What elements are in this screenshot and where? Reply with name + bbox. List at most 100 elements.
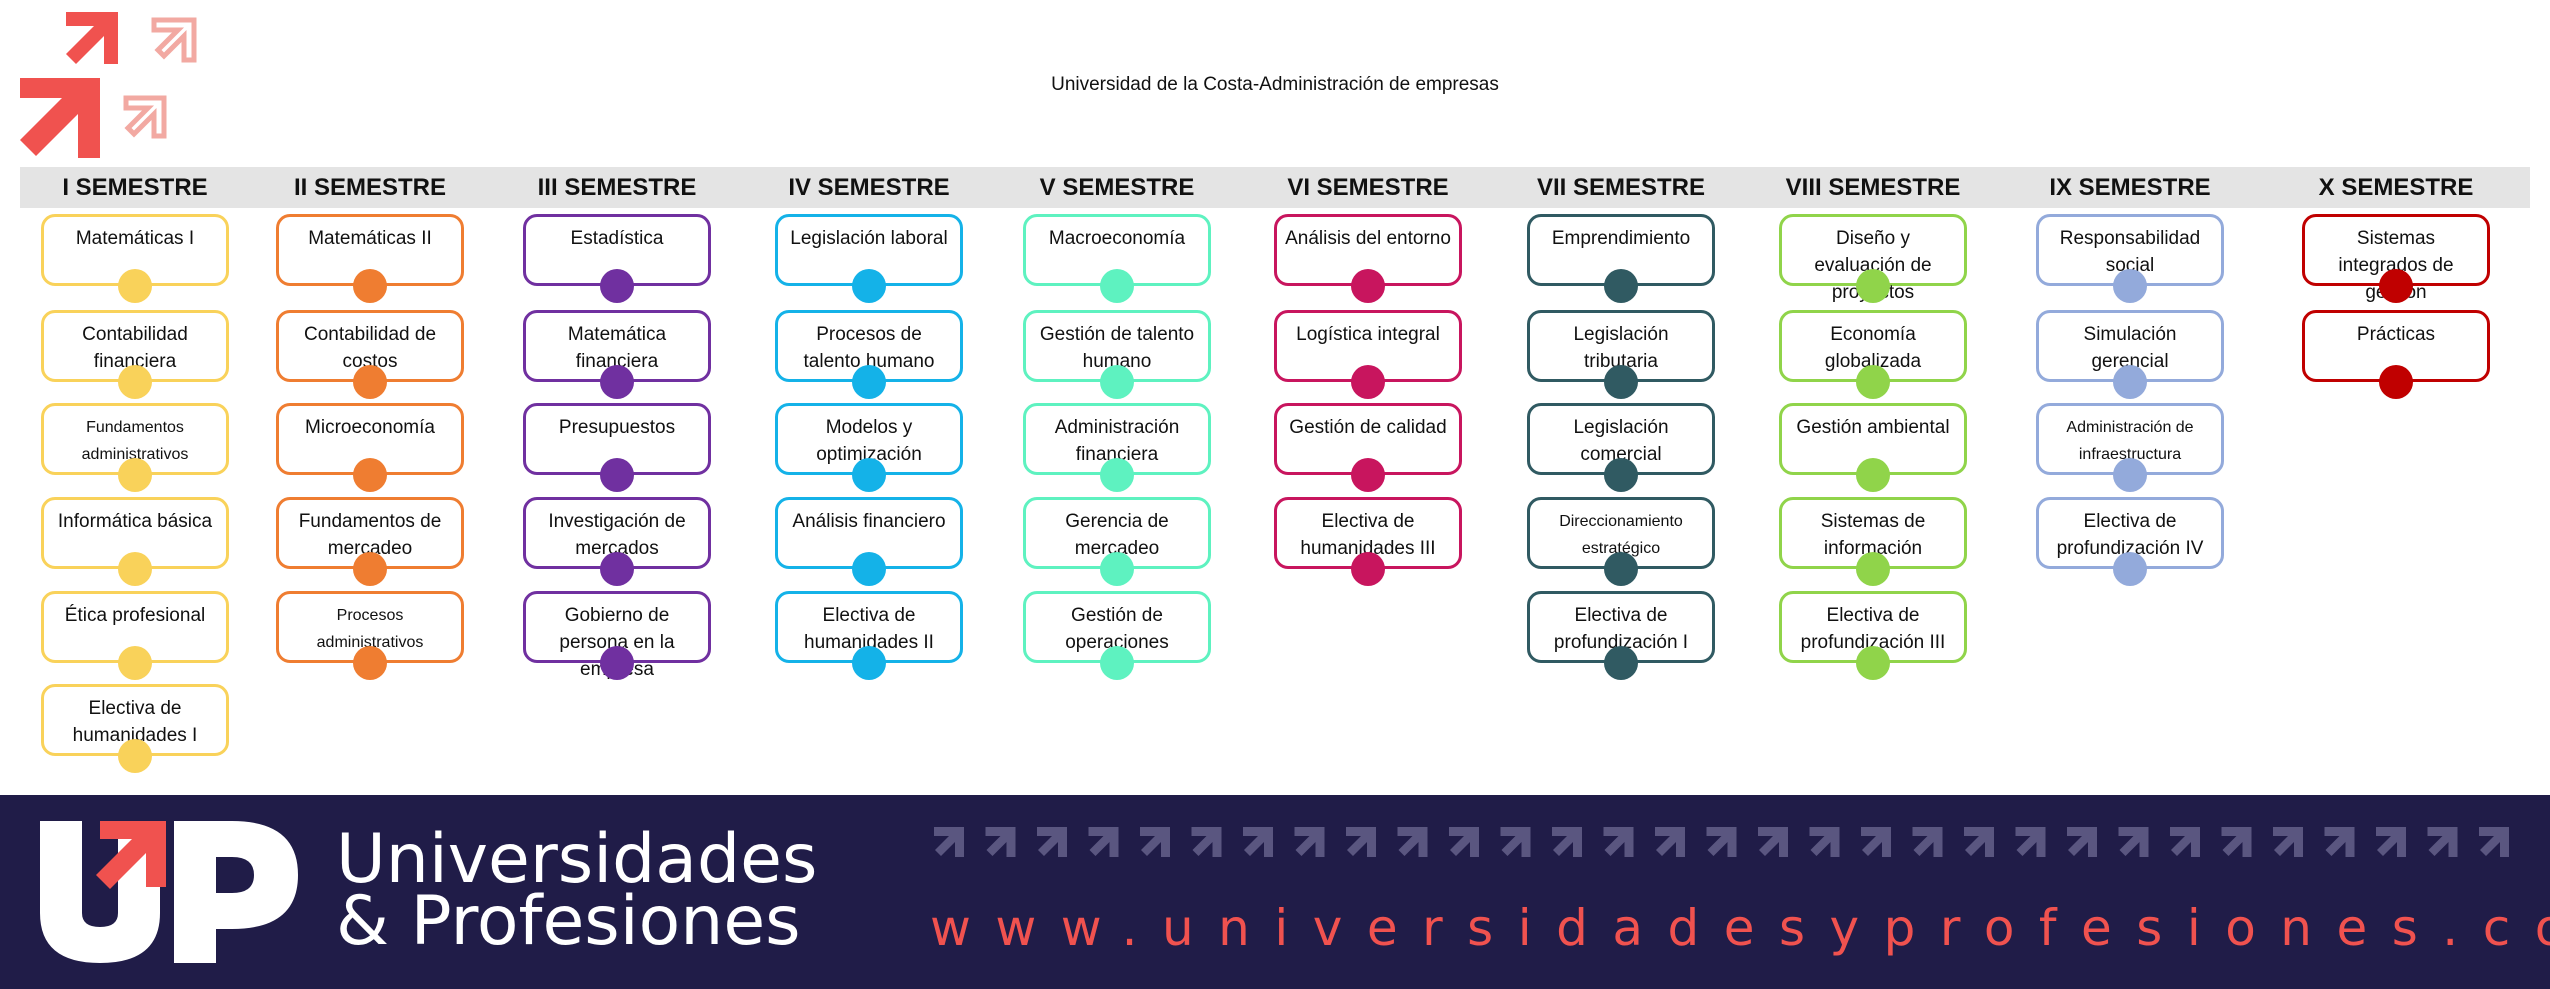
course-card: Logística integral bbox=[1274, 310, 1462, 399]
course-card: Legislación comercial bbox=[1527, 403, 1715, 492]
course-card: Gestión de operaciones bbox=[1023, 591, 1211, 680]
semester-header: VIII SEMESTRE bbox=[1785, 173, 1961, 201]
course-name: Sistemas de información bbox=[1820, 511, 1926, 559]
course-marker-dot-icon bbox=[118, 646, 152, 680]
course-name: Electiva de humanidades III bbox=[1300, 511, 1436, 559]
course-marker-dot-icon bbox=[1100, 269, 1134, 303]
semester-header-band bbox=[20, 167, 2530, 208]
course-card: Prácticas bbox=[2302, 310, 2490, 399]
decorative-arrow-icon bbox=[1294, 827, 1325, 857]
course-marker-dot-icon bbox=[1351, 458, 1385, 492]
decorative-arrow-icon bbox=[2015, 827, 2046, 857]
course-name: Electiva de humanidades II bbox=[804, 605, 934, 653]
course-name: Informática básica bbox=[57, 511, 213, 532]
course-name: Investigación de mercados bbox=[548, 511, 686, 559]
decorative-arrow-icon bbox=[934, 827, 964, 857]
course-card: Gerencia de mercadeo bbox=[1023, 497, 1211, 586]
course-card: Contabilidad de costos bbox=[276, 310, 464, 399]
course-card: Electiva de humanidades II bbox=[775, 591, 963, 680]
course-marker-dot-icon bbox=[353, 552, 387, 586]
course-card: Fundamentos de mercadeo bbox=[276, 497, 464, 586]
course-marker-dot-icon bbox=[1100, 365, 1134, 399]
course-marker-dot-icon bbox=[852, 646, 886, 680]
course-marker-dot-icon bbox=[118, 269, 152, 303]
course-marker-dot-icon bbox=[852, 269, 886, 303]
course-name: Microeconomía bbox=[305, 417, 435, 438]
course-name: Electiva de profundización I bbox=[1553, 605, 1689, 653]
course-card: Electiva de profundización III bbox=[1779, 591, 1967, 680]
course-name: Contabilidad financiera bbox=[82, 324, 188, 372]
course-marker-dot-icon bbox=[1100, 552, 1134, 586]
up-logo-icon bbox=[40, 821, 298, 963]
decorative-arrow-icon bbox=[2221, 827, 2252, 857]
brand-name-line-1: Universidades bbox=[336, 820, 818, 899]
semester-header: V SEMESTRE bbox=[1039, 173, 1195, 201]
semester-header: VII SEMESTRE bbox=[1536, 173, 1706, 201]
course-marker-dot-icon bbox=[1100, 458, 1134, 492]
course-name: Fundamentos administrativos bbox=[81, 419, 189, 463]
course-name: Administración de infraestructura bbox=[2066, 419, 2194, 463]
course-name: Matemática financiera bbox=[567, 324, 667, 372]
course-card: Matemáticas II bbox=[276, 214, 464, 303]
decorative-arrow-icon bbox=[2376, 827, 2406, 857]
course-card: Diseño y evaluación de proyectos bbox=[1779, 214, 1967, 303]
decorative-arrow-icon bbox=[2479, 827, 2509, 857]
course-card: Análisis financiero bbox=[775, 497, 963, 586]
course-marker-dot-icon bbox=[600, 552, 634, 586]
brand-arrows-logo-icon bbox=[20, 12, 197, 158]
decorative-arrow-icon bbox=[1706, 827, 1737, 857]
course-card: Informática básica bbox=[41, 497, 229, 586]
course-card: Microeconomía bbox=[276, 403, 464, 492]
course-card: Análisis del entorno bbox=[1274, 214, 1462, 303]
course-marker-dot-icon bbox=[118, 458, 152, 492]
decorative-arrow-icon bbox=[1964, 827, 1994, 857]
semester-header: II SEMESTRE bbox=[293, 173, 447, 201]
course-name: Gestión de calidad bbox=[1289, 417, 1447, 438]
course-name: Direccionamiento estratégico bbox=[1559, 513, 1683, 557]
course-card: Presupuestos bbox=[523, 403, 711, 492]
course-name: Logística integral bbox=[1296, 324, 1440, 345]
course-card: Macroeconomía bbox=[1023, 214, 1211, 303]
course-card: Estadística bbox=[523, 214, 711, 303]
page-title: Universidad de la Costa-Administración d… bbox=[1051, 74, 1499, 95]
decorative-arrow-icon bbox=[985, 827, 1016, 857]
semester-header: III SEMESTRE bbox=[537, 173, 697, 201]
course-marker-dot-icon bbox=[353, 458, 387, 492]
course-marker-dot-icon bbox=[2113, 365, 2147, 399]
decorative-arrow-icon bbox=[2067, 827, 2097, 857]
course-card: Electiva de profundización I bbox=[1527, 591, 1715, 680]
course-marker-dot-icon bbox=[852, 365, 886, 399]
course-marker-dot-icon bbox=[1351, 552, 1385, 586]
decorative-arrow-icon bbox=[1449, 827, 1479, 857]
course-card: Contabilidad financiera bbox=[41, 310, 229, 399]
course-card: Ética profesional bbox=[41, 591, 229, 680]
course-name: Responsabilidad social bbox=[2059, 228, 2201, 276]
course-card: Gestión de talento humano bbox=[1023, 310, 1211, 399]
course-marker-dot-icon bbox=[118, 552, 152, 586]
course-card: Gobierno de persona en la empresa bbox=[523, 591, 711, 680]
course-marker-dot-icon bbox=[1856, 365, 1890, 399]
course-marker-dot-icon bbox=[1351, 269, 1385, 303]
course-name: Matemáticas I bbox=[75, 228, 195, 249]
semester-header: IV SEMESTRE bbox=[788, 173, 950, 201]
course-marker-dot-icon bbox=[1856, 552, 1890, 586]
course-marker-dot-icon bbox=[600, 458, 634, 492]
course-name: Administración financiera bbox=[1054, 417, 1180, 465]
course-marker-dot-icon bbox=[1351, 365, 1385, 399]
footer-banner: Universidades & Profesiones www.universi… bbox=[0, 795, 2550, 989]
course-name: Emprendimiento bbox=[1551, 228, 1691, 249]
course-name: Simulación gerencial bbox=[2083, 324, 2177, 372]
course-name: Prácticas bbox=[2356, 324, 2436, 345]
decorative-arrow-icon bbox=[2427, 827, 2458, 857]
course-marker-dot-icon bbox=[600, 646, 634, 680]
course-card: Electiva de humanidades I bbox=[41, 684, 229, 773]
decorative-arrow-icon bbox=[1088, 827, 1119, 857]
course-marker-dot-icon bbox=[852, 552, 886, 586]
course-name: Gestión de talento humano bbox=[1039, 324, 1195, 372]
decorative-arrow-icon bbox=[2324, 827, 2355, 857]
course-card: Economía globalizada bbox=[1779, 310, 1967, 399]
semester-header: IX SEMESTRE bbox=[2049, 173, 2211, 201]
course-name: Gestión de operaciones bbox=[1065, 605, 1169, 653]
decorative-arrow-row-icon bbox=[934, 827, 2509, 857]
course-card: Electiva de profundización IV bbox=[2036, 497, 2224, 586]
